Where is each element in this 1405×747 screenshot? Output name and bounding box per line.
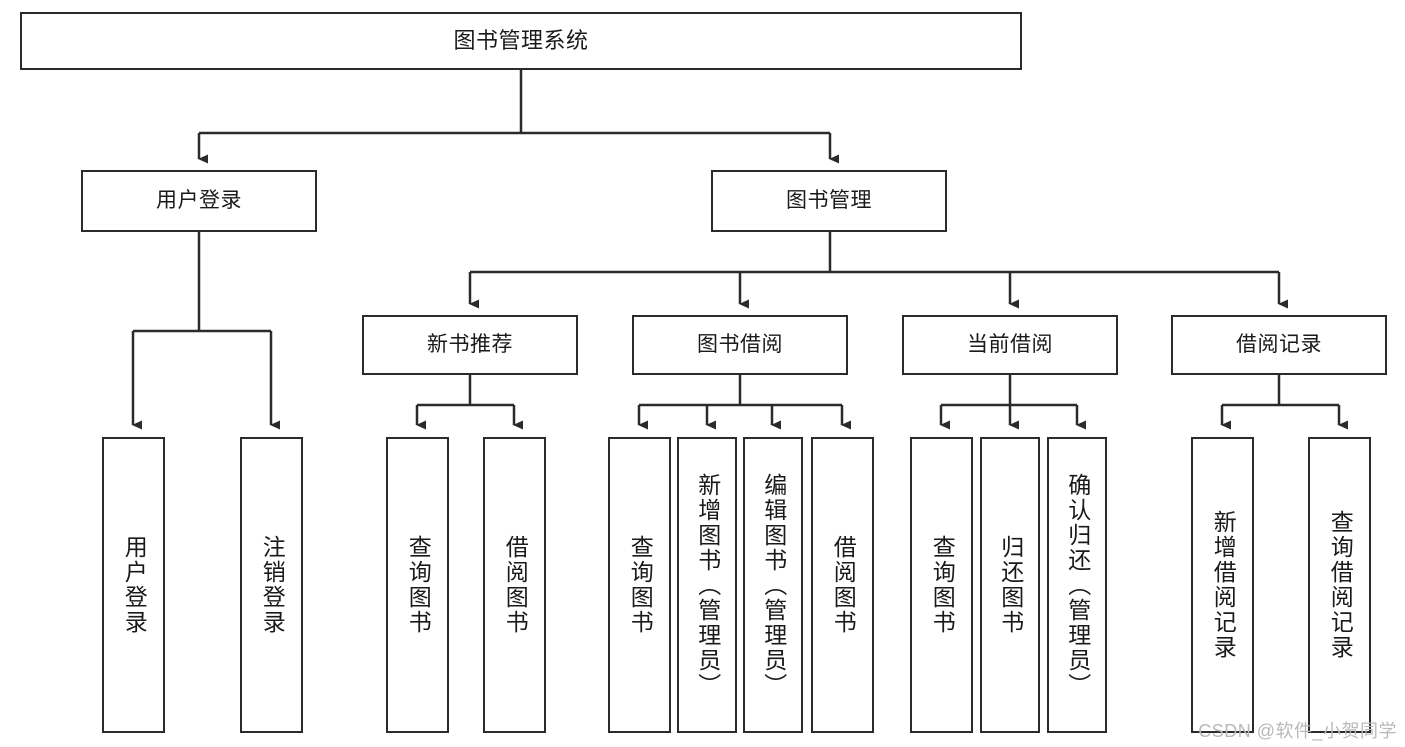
node-label: 编辑图书（管理员） — [760, 472, 787, 698]
node-label: 注销登录 — [259, 535, 286, 635]
watermark-text: CSDN @软件_小贺同学 — [1198, 721, 1397, 741]
node-new-book-recommendation[interactable]: 新书推荐 — [362, 315, 578, 375]
leaf-add-borrow-record[interactable]: 新增借阅记录 — [1191, 437, 1254, 733]
leaf-logout[interactable]: 注销登录 — [240, 437, 303, 733]
leaf-query-books-current[interactable]: 查询图书 — [910, 437, 973, 733]
node-user-login[interactable]: 用户登录 — [81, 170, 317, 232]
node-label: 新增借阅记录 — [1210, 510, 1237, 660]
node-label: 新书推荐 — [427, 332, 513, 356]
node-borrow-records[interactable]: 借阅记录 — [1171, 315, 1387, 375]
node-label: 查询图书 — [929, 535, 956, 635]
node-label: 图书借阅 — [697, 332, 783, 356]
leaf-return-books[interactable]: 归还图书 — [980, 437, 1040, 733]
leaf-borrow-books-borrow[interactable]: 借阅图书 — [811, 437, 874, 733]
node-label: 当前借阅 — [967, 332, 1053, 356]
node-label: 借阅图书 — [502, 535, 529, 635]
node-book-borrowing[interactable]: 图书借阅 — [632, 315, 848, 375]
node-label: 归还图书 — [997, 535, 1024, 635]
node-label: 查询图书 — [405, 535, 432, 635]
leaf-query-borrow-record[interactable]: 查询借阅记录 — [1308, 437, 1371, 733]
leaf-borrow-books-new[interactable]: 借阅图书 — [483, 437, 546, 733]
node-root-system[interactable]: 图书管理系统 — [20, 12, 1022, 70]
node-label: 查询图书 — [627, 535, 654, 635]
leaf-edit-book-admin[interactable]: 编辑图书（管理员） — [743, 437, 803, 733]
node-label: 查询借阅记录 — [1327, 510, 1354, 660]
leaf-user-login[interactable]: 用户登录 — [102, 437, 165, 733]
node-current-borrowing[interactable]: 当前借阅 — [902, 315, 1118, 375]
node-label: 新增图书（管理员） — [694, 472, 721, 698]
node-label: 图书管理系统 — [453, 28, 589, 54]
leaf-query-books-new[interactable]: 查询图书 — [386, 437, 449, 733]
leaf-query-books-borrow[interactable]: 查询图书 — [608, 437, 671, 733]
node-label: 借阅记录 — [1236, 332, 1322, 356]
node-book-management[interactable]: 图书管理 — [711, 170, 947, 232]
leaf-confirm-return-admin[interactable]: 确认归还（管理员） — [1047, 437, 1107, 733]
node-label: 图书管理 — [786, 188, 872, 212]
node-label: 借阅图书 — [830, 535, 857, 635]
node-label: 用户登录 — [121, 535, 148, 635]
node-label: 确认归还（管理员） — [1064, 472, 1091, 698]
leaf-add-book-admin[interactable]: 新增图书（管理员） — [677, 437, 737, 733]
node-label: 用户登录 — [156, 188, 242, 212]
